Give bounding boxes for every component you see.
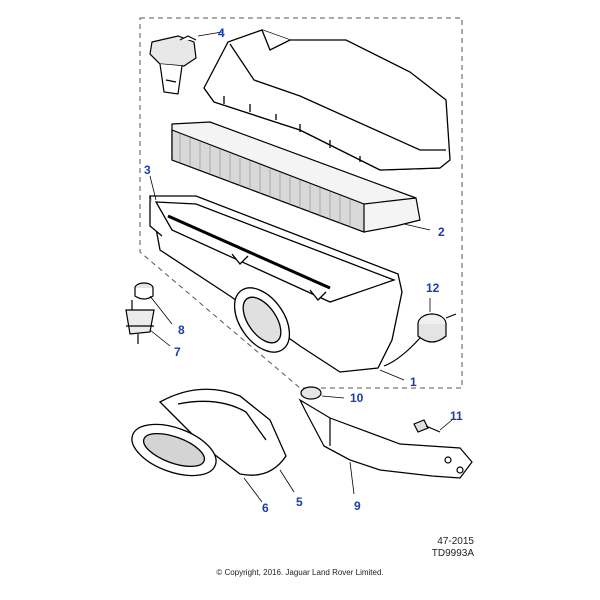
callout-6: 6 — [262, 501, 269, 515]
callout-8: 8 — [178, 323, 185, 337]
callout-11: 11 — [450, 409, 463, 423]
mass-air-flow-sensor — [149, 35, 197, 95]
leader-lines — [149, 31, 453, 503]
mounting-grommet — [134, 282, 154, 300]
copyright-notice: © Copyright, 2016. Jaguar Land Rover Lim… — [216, 568, 384, 577]
callout-7: 7 — [174, 345, 181, 359]
callout-5: 5 — [296, 495, 303, 509]
intake-duct — [158, 388, 287, 476]
illustration-id: TD9993A — [431, 548, 474, 559]
reference-code: 47-2015 — [437, 536, 474, 547]
bolt — [413, 419, 441, 433]
reference-block: 47-2015 TD9993A — [380, 536, 474, 560]
callout-9: 9 — [354, 499, 361, 513]
callout-12: 12 — [426, 281, 440, 295]
intake-seal — [131, 423, 217, 477]
rubber-insulator — [125, 300, 155, 344]
callout-4: 4 — [218, 26, 225, 40]
bracket-grommet — [300, 386, 322, 400]
callout-1: 1 — [410, 375, 417, 389]
air-filter-element — [171, 121, 421, 233]
air-cleaner-housing — [149, 195, 403, 373]
callout-10: 10 — [350, 391, 364, 405]
air-cleaner-cover — [203, 29, 451, 171]
valve-assembly — [383, 313, 457, 367]
callout-3: 3 — [144, 163, 151, 177]
callout-2: 2 — [438, 225, 445, 239]
mounting-bracket — [298, 398, 473, 479]
assembly-boundary — [139, 17, 463, 389]
